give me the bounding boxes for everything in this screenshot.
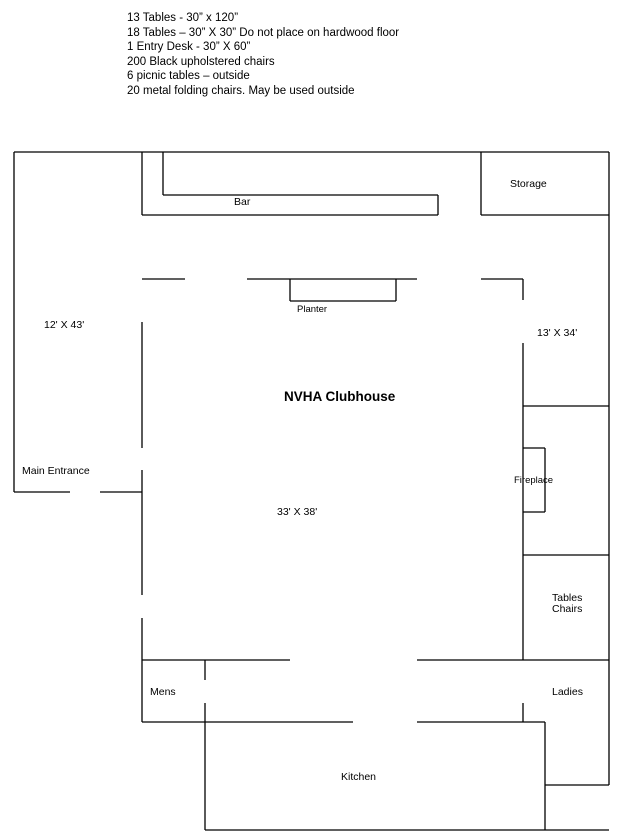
ladies-label: Ladies bbox=[552, 686, 583, 698]
plan-title: NVHA Clubhouse bbox=[284, 389, 396, 404]
note-line: 1 Entry Desk - 30” X 60” bbox=[127, 41, 251, 54]
fireplace-label: Fireplace bbox=[514, 475, 554, 486]
bar-label: Bar bbox=[234, 196, 251, 208]
note-line: 20 metal folding chairs. May be used out… bbox=[127, 84, 355, 97]
chairs-label: Chairs bbox=[552, 603, 583, 615]
note-line: 13 Tables - 30” x 120” bbox=[127, 12, 239, 24]
main-entrance-label: Main Entrance bbox=[22, 465, 90, 477]
right-room-size-label: 13' X 34' bbox=[537, 327, 578, 339]
planter-label: Planter bbox=[297, 304, 328, 315]
left-room-size-label: 12' X 43' bbox=[44, 319, 85, 331]
note-line: 200 Black upholstered chairs bbox=[127, 55, 275, 68]
main-room-size-label: 33' X 38' bbox=[277, 506, 318, 518]
tables-label: Tables bbox=[552, 592, 583, 604]
inventory-notes: 13 Tables - 30” x 120” 18 Tables – 30” X… bbox=[127, 11, 399, 99]
note-line: 6 picnic tables – outside bbox=[127, 70, 250, 83]
mens-label: Mens bbox=[150, 686, 176, 698]
storage-label: Storage bbox=[510, 178, 547, 190]
kitchen-label: Kitchen bbox=[341, 771, 377, 783]
note-line: 18 Tables – 30” X 30” Do not place on ha… bbox=[127, 26, 400, 39]
